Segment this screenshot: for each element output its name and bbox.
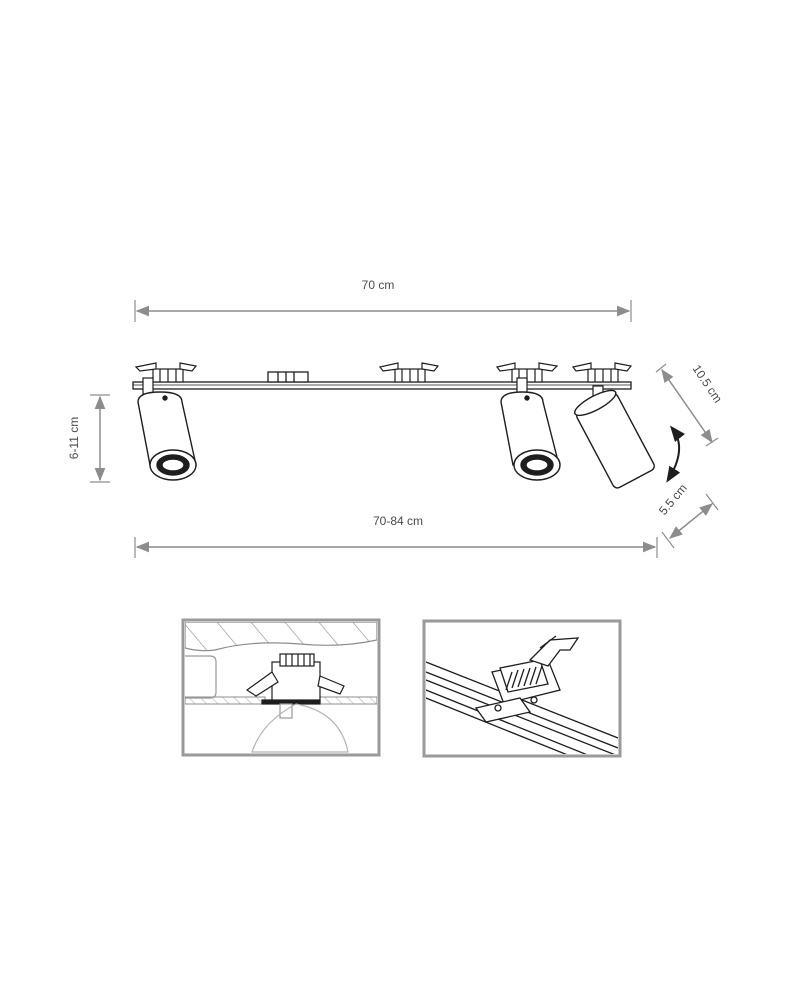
track-rail [132, 371, 632, 390]
mounting-clip [134, 362, 198, 383]
rotation-arrow-icon [666, 425, 685, 483]
spot-diameter-label: 5.5 cm [656, 481, 690, 518]
bottom-width-dimension: 70-84 cm [134, 514, 658, 558]
spot-diameter-dimension: 5.5 cm [656, 481, 719, 549]
tilted-spotlight [574, 385, 655, 489]
height-dimension: 6-11 cm [67, 394, 110, 483]
installation-detail [181, 618, 381, 757]
top-width-dimension: 70 cm [134, 278, 632, 322]
height-label: 6-11 cm [67, 417, 81, 459]
mounting-clip [378, 362, 440, 383]
dimension-arrow-icon [661, 368, 713, 444]
spot-length-label: 10.5 cm [690, 362, 725, 405]
spotlight [500, 377, 561, 481]
spotlight [137, 377, 197, 481]
mounting-clip [571, 362, 633, 383]
spot-length-dimension: 10.5 cm [655, 362, 725, 447]
bottom-width-label: 70-84 cm [373, 514, 423, 528]
top-width-label: 70 cm [362, 278, 395, 292]
dimension-arrow-icon [668, 503, 714, 539]
rail-clip-detail [422, 619, 622, 758]
